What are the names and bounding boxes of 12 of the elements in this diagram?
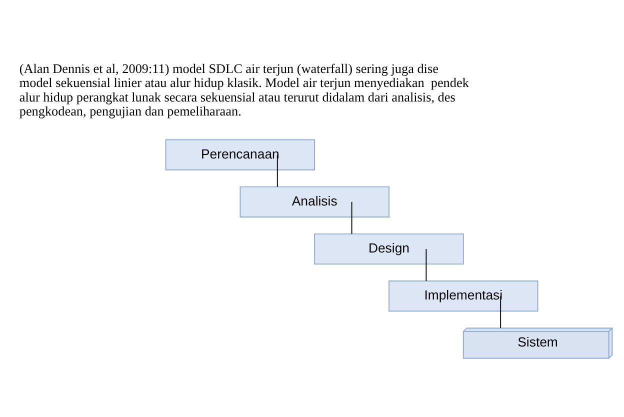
connector [500, 296, 502, 329]
label: pengkodean, pengujian dan pemeliharaan. [19, 103, 242, 118]
connector [351, 201, 352, 234]
node-box: Design [314, 233, 464, 265]
label: alur hidup perangkat lunak secara sekuensial atau terurut didalam dari analisis, des [19, 89, 456, 104]
node-box: Implementasi [388, 280, 538, 312]
connector [276, 154, 278, 188]
node-box: Analisis [240, 186, 390, 218]
connector [426, 248, 427, 282]
label: (Alan Dennis et al, 2009:11) model SDLC air terjun (waterfall) sering juga dise [19, 61, 438, 76]
node-box: Perencanaan [165, 139, 316, 170]
label: model sekuensial linier atau alur hidup klasik. Model air terjun menyediakan pendek [19, 75, 469, 90]
